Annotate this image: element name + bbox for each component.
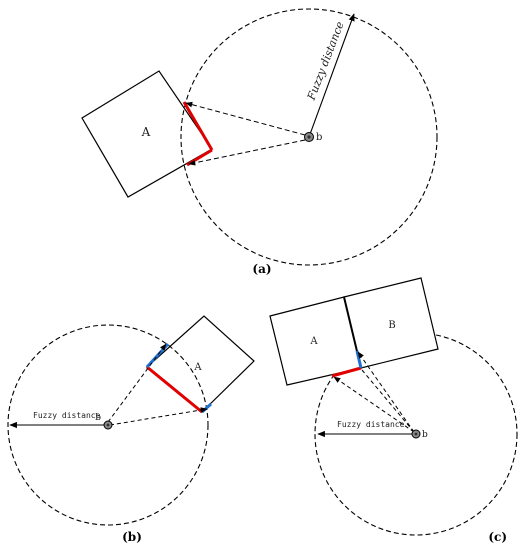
panel-c-point-b-core bbox=[414, 432, 418, 436]
panel-b-fuzzy-circle bbox=[7, 324, 209, 526]
panel-c-dashed-arrow-left bbox=[333, 376, 415, 433]
panel-a-point-b-core bbox=[307, 135, 311, 139]
panel-c-nearest-edge-red bbox=[331, 366, 362, 378]
panel-b: A b Fuzzy distance (b) bbox=[7, 315, 255, 544]
panel-a-fuzzy-circle bbox=[180, 8, 438, 266]
panel-b-nearest-edge-blue-upper bbox=[145, 342, 170, 369]
panel-b-distance-label: Fuzzy distance bbox=[33, 411, 101, 420]
panel-b-dashed-arrow-upper bbox=[107, 343, 167, 423]
panel-c-dashed-arrow-upper bbox=[357, 351, 415, 433]
panel-a-caption: (a) bbox=[252, 262, 271, 276]
panel-b-region-a-label: A bbox=[193, 362, 202, 373]
panel-b-point-label: b bbox=[95, 413, 101, 423]
panel-a-dashed-arrow-lower bbox=[188, 139, 306, 166]
panel-b-dashed-arrow-lower bbox=[109, 407, 208, 426]
panel-a-dashed-arrow-upper bbox=[185, 101, 306, 136]
panel-b-caption: (b) bbox=[122, 530, 142, 544]
panel-c-distance-label: Fuzzy distance bbox=[337, 420, 405, 429]
panel-a-nearest-edge-upper bbox=[182, 101, 214, 151]
panel-a-radius-arrow bbox=[308, 13, 355, 138]
panel-c-region-b-label: B bbox=[388, 320, 395, 331]
panel-b-nearest-edge-red bbox=[146, 365, 203, 414]
panel-a-region-a-label: A bbox=[141, 125, 151, 139]
panel-c: A B b Fuzzy distance (c) bbox=[269, 277, 518, 544]
panel-c-caption: (c) bbox=[488, 530, 507, 544]
panel-a-point-label: b bbox=[316, 132, 322, 143]
panel-c-region-a-label: A bbox=[309, 336, 318, 347]
panel-a: A b Fuzzy distance (a) bbox=[81, 8, 438, 276]
panel-a-nearest-edge-lower bbox=[186, 148, 213, 167]
panel-b-point-b-core bbox=[106, 423, 110, 427]
panel-c-point-label: b bbox=[422, 430, 428, 440]
